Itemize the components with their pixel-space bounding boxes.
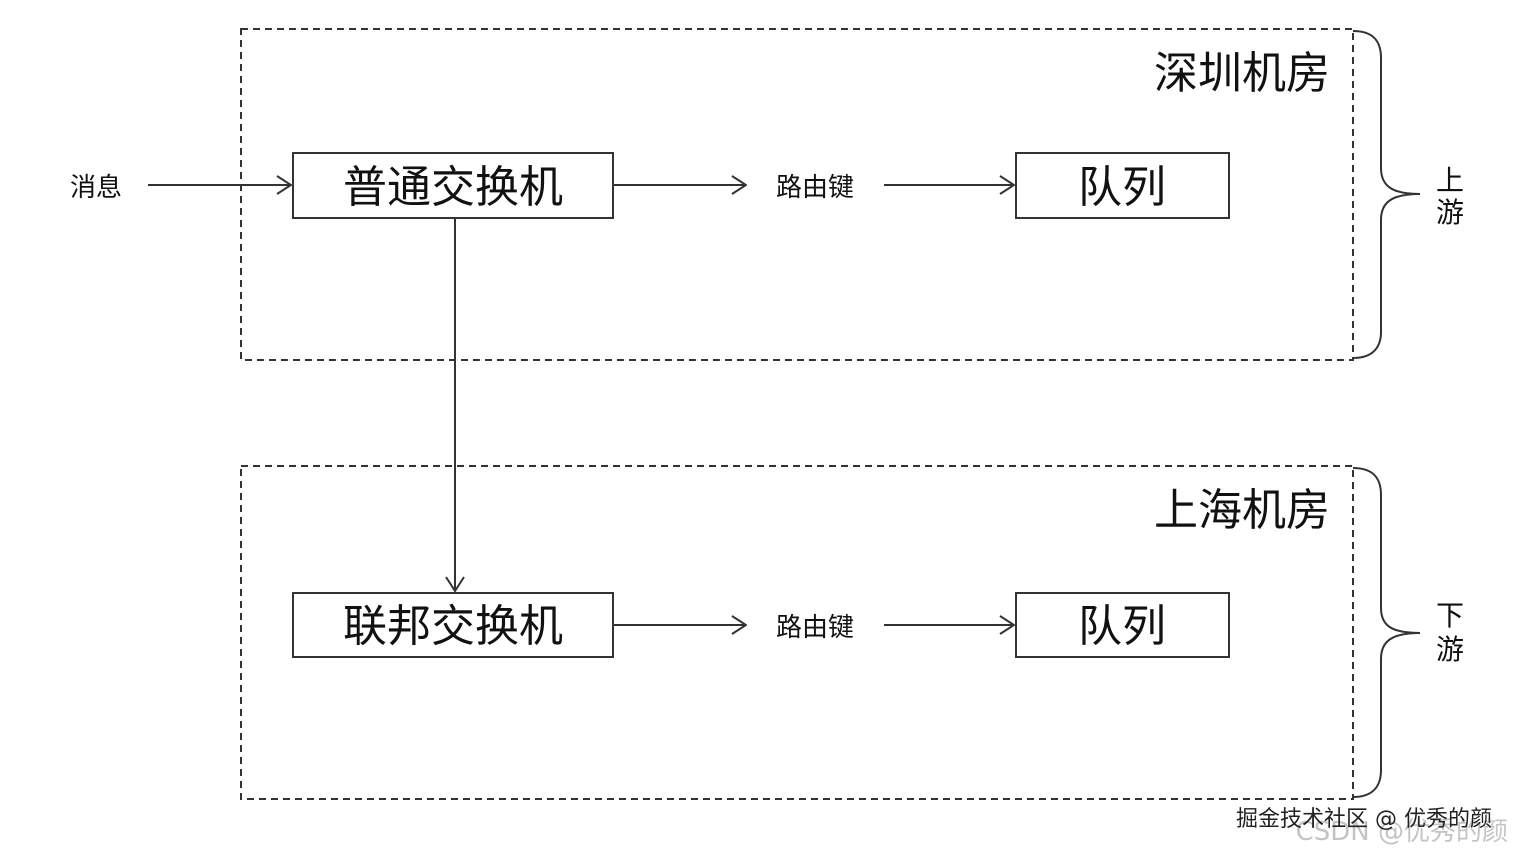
federated-exchange-box — [292, 592, 614, 658]
downstream-label-char-1: 下 — [1436, 599, 1464, 632]
lower-routing-key-label: 路由键 — [776, 613, 854, 643]
juejin-watermark: 掘金技术社区 @ 优秀的颜 — [1236, 807, 1492, 832]
upper-routing-key-label: 路由键 — [776, 173, 854, 203]
message-label: 消息 — [70, 173, 122, 203]
upper-queue-label: 队列 — [1078, 162, 1166, 213]
lower-queue-box — [1015, 592, 1230, 658]
upper-room-boundary — [240, 28, 1354, 361]
upper-room: 深圳机房 消息 普通交换机 路由键 队列 — [70, 28, 1354, 361]
normal-exchange-box — [292, 152, 614, 219]
federated-exchange-label: 联邦交换机 — [343, 601, 563, 652]
lower-room-title: 上海机房 — [1154, 485, 1330, 536]
lower-room-boundary — [240, 465, 1354, 800]
upstream-label-char-1: 上 — [1436, 164, 1464, 197]
downstream-label-char-2: 游 — [1436, 633, 1464, 666]
lower-room: 上海机房 联邦交换机 路由键 队列 — [240, 465, 1354, 800]
upstream-brace — [1352, 30, 1421, 359]
csdn-watermark: CSDN @优秀的颜 — [1296, 817, 1508, 847]
upstream-label-char-2: 游 — [1436, 196, 1464, 229]
upper-room-title: 深圳机房 — [1154, 48, 1330, 99]
downstream-brace — [1352, 467, 1421, 798]
normal-exchange-label: 普通交换机 — [343, 162, 563, 213]
upper-queue-box — [1015, 152, 1230, 219]
lower-queue-label: 队列 — [1078, 601, 1166, 652]
